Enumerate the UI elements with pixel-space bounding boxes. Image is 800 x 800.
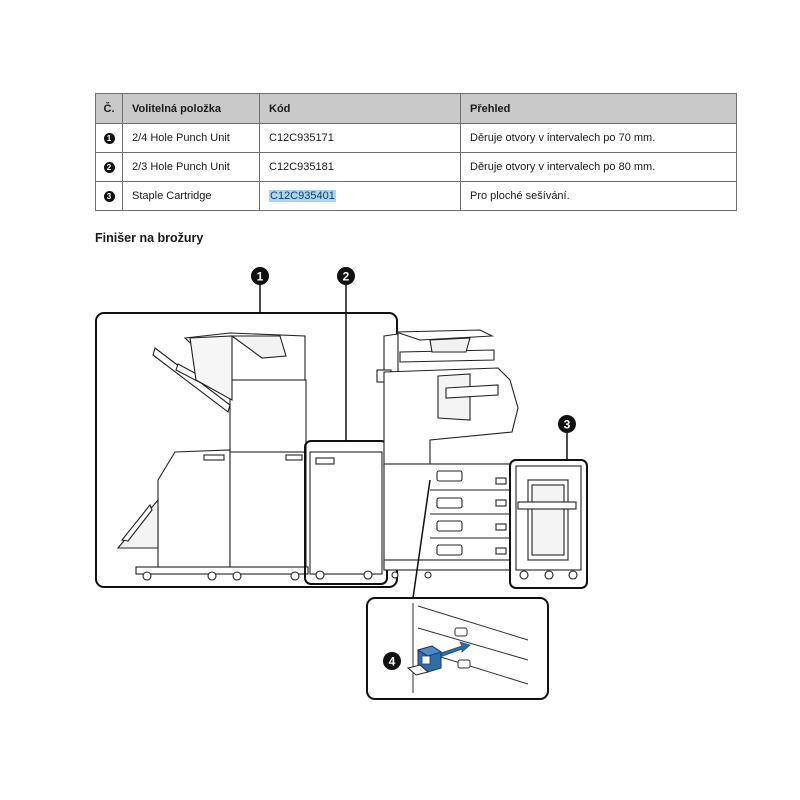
callout-badge-2 [337, 267, 355, 285]
summary-cell: Děruje otvory v intervalech po 80 mm. [460, 152, 737, 182]
callout-group-3: 3 [509, 415, 588, 589]
table-row: 3 Staple Cartridge C12C935401 Pro ploché… [95, 181, 737, 211]
number-badge: 3 [103, 191, 115, 202]
row-number-cell: 1 [95, 123, 123, 153]
row-number-cell: 3 [95, 181, 123, 211]
printer-unit [376, 329, 519, 579]
item-cell: Staple Cartridge [122, 181, 260, 211]
callout-group-2: 2 [304, 267, 388, 585]
callout-label-2: 2 [343, 270, 350, 284]
code-cell: C12C935181 [259, 152, 461, 182]
table-header-row: Č. Volitelná položka Kód Přehled [95, 93, 737, 124]
options-table: Č. Volitelná položka Kód Přehled 1 2/4 H… [95, 93, 737, 211]
item-cell: 2/4 Hole Punch Unit [122, 123, 260, 153]
item-cell: 2/3 Hole Punch Unit [122, 152, 260, 182]
booklet-finisher-unit [116, 332, 309, 581]
col-header-num: Č. [95, 93, 123, 124]
code-cell: C12C935401 [259, 181, 461, 211]
callout-badge-4 [383, 652, 401, 670]
callout-badge-1 [251, 267, 269, 285]
table-row: 1 2/4 Hole Punch Unit C12C935171 Děruje … [95, 123, 737, 153]
highlighted-code: C12C935401 [269, 190, 336, 202]
staple-cartridge-icon [406, 645, 443, 676]
summary-cell: Děruje otvory v intervalech po 70 mm. [460, 123, 737, 153]
summary-cell: Pro ploché sešívání. [460, 181, 737, 211]
callout-label-1: 1 [257, 270, 264, 284]
callout-label-4: 4 [389, 655, 396, 669]
col-header-code: Kód [259, 93, 461, 124]
table-row: 2 2/3 Hole Punch Unit C12C935181 Děruje … [95, 152, 737, 182]
callout-label-3: 3 [564, 418, 571, 432]
col-header-summary: Přehled [460, 93, 737, 124]
callout-badge-3 [558, 415, 576, 433]
number-badge: 1 [103, 133, 115, 144]
staple-cartridge-inset: 4 [366, 479, 549, 700]
section-heading: Finišer na brožury [95, 231, 204, 245]
code-cell: C12C935171 [259, 123, 461, 153]
number-badge: 2 [103, 162, 115, 173]
